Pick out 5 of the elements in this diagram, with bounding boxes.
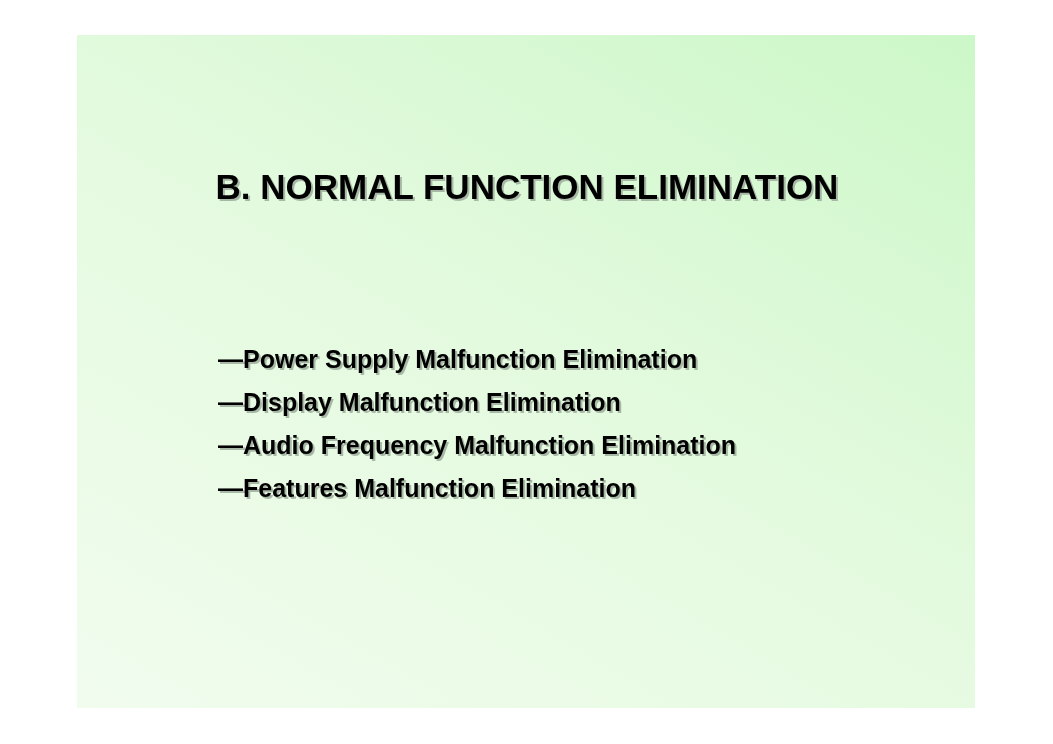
bullet-text: —Display Malfunction Elimination [218,387,622,418]
bullet-text: —Audio Frequency Malfunction Elimination [218,430,737,461]
bullet-text: —Features Malfunction Elimination [218,473,638,504]
slide-title: B. NORMAL FUNCTION ELIMINATION [214,166,840,208]
bullet-text: —Power Supply Malfunction Elimination [218,344,699,375]
